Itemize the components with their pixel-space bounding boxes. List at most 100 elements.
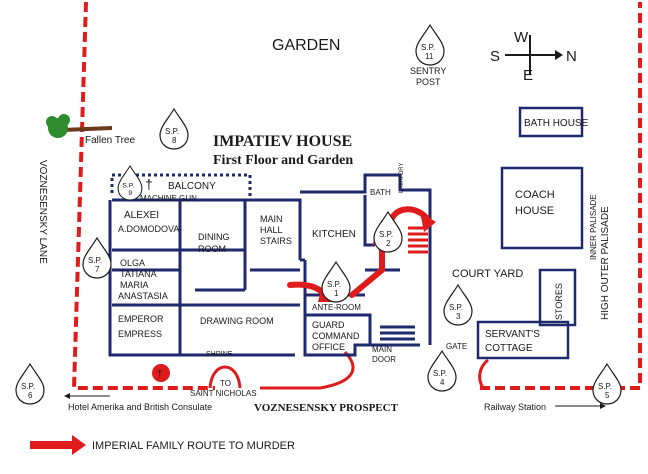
sentry-post-label: S.P. (21, 382, 35, 391)
shrine-to-label: TO (220, 379, 231, 388)
servants-cottage (476, 320, 570, 360)
compass-s: S (490, 48, 500, 65)
room-emperor: EMPEROR (118, 314, 164, 324)
sentry-post-sp3: S.P.3 (443, 283, 473, 326)
court-yard-label: COURT YARD (452, 268, 523, 280)
sentry-post-number: 4 (440, 378, 445, 387)
room-dining-2: ROOM (198, 244, 226, 254)
sentry-post-drop-icon (15, 362, 45, 405)
room-tatiana: TATIANA (120, 269, 157, 279)
balcony-cross-icon: † (145, 176, 153, 192)
route-arrows (287, 206, 431, 299)
room-kitchen: KITCHEN (312, 229, 356, 240)
room-dining-1: DINING (198, 232, 230, 242)
stores-label: STORES (554, 283, 564, 320)
house-walls (108, 173, 432, 357)
garden-label: GARDEN (272, 37, 340, 54)
servants-cottage-label-2: COTTAGE (485, 343, 533, 354)
sentry-post-number: 9 (128, 190, 132, 197)
room-ante-room: ANTE-ROOM (312, 303, 361, 312)
room-main-hall-1: MAIN (260, 214, 283, 224)
servants-cottage-label-1: SERVANT'S (485, 329, 540, 340)
compass-n: N (566, 48, 577, 65)
sentry-post-drop-icon (415, 23, 445, 66)
sentry-post-number: 8 (172, 136, 177, 145)
voznesensky-prospect-label: VOZNESENSKY PROSPECT (254, 402, 399, 414)
sentry-post-sp1: S.P.1 (321, 260, 351, 303)
coach-house (500, 166, 584, 250)
compass-e: E (523, 67, 533, 84)
sentry-post-label: S.P. (88, 256, 102, 265)
hotel-direction-label: Hotel Amerika and British Consulate (68, 402, 212, 412)
inner-palisade-line (260, 350, 355, 390)
sentry-post-number: 6 (28, 391, 33, 400)
sentry-post-drop-icon (159, 107, 189, 150)
shrine-saint-label: SAINT NICHOLAS (190, 389, 257, 398)
sentry-post-sp8: S.P.8 (159, 107, 189, 150)
gate-label: GATE (446, 342, 467, 351)
voznesensky-lane-label: VOZNESENSKY LANE (37, 160, 48, 264)
sentry-post-sp5: S.P.5 (592, 362, 622, 405)
shrine-label: SHRINE (206, 351, 233, 358)
legend-route-label: IMPERIAL FAMILY ROUTE TO MURDER (92, 440, 295, 452)
sentry-post-label: S.P. (379, 230, 393, 239)
room-main-hall-3: STAIRS (260, 236, 292, 246)
high-outer-palisade-label: HIGH OUTER PALISADE (600, 206, 611, 320)
sentry-post-label: S.P. (449, 303, 463, 312)
stores-building (538, 268, 577, 327)
railway-direction-label: Railway Station (484, 402, 546, 412)
sentry-post-drop-icon (592, 362, 622, 405)
fallen-tree-label: Fallen Tree (85, 135, 135, 146)
sentry-post-drop-icon (427, 349, 457, 392)
map-subtitle: First Floor and Garden (213, 153, 353, 168)
room-maria: MARIA (120, 280, 149, 290)
sentry-post-drop-icon (373, 210, 403, 253)
room-machine-gun: MACHINE GUN (140, 194, 197, 203)
room-alexei: ALEXEI (124, 210, 159, 221)
room-drawing-room: DRAWING ROOM (200, 316, 274, 326)
shrine-arch (208, 365, 242, 389)
room-domodova: A.DOMODOVA (118, 224, 179, 234)
coach-house-label-1: COACH (515, 189, 555, 201)
room-bath: BATH (370, 188, 391, 197)
sentry-post-drop-icon (117, 165, 143, 201)
cottage-curve (478, 358, 490, 389)
sentry-post-number: 3 (456, 312, 461, 321)
compass-w: W (514, 29, 529, 46)
compass-icon (505, 35, 563, 75)
sentry-post-sp7: S.P.7 (82, 236, 112, 279)
coach-house-label-2: HOUSE (515, 205, 554, 217)
sentry-post-label-1: SENTRY (410, 66, 446, 76)
sentry-post-drop-icon (321, 260, 351, 303)
sentry-post-number: 11 (425, 52, 434, 61)
sentry-post-number: 7 (95, 265, 100, 274)
room-empress: EMPRESS (118, 329, 162, 339)
sentry-post-sp4: S.P.4 (427, 349, 457, 392)
room-guard-3: OFFICE (312, 342, 345, 352)
fallen-tree-icon (46, 114, 113, 138)
sentry-post-sp6: S.P.6 (15, 362, 45, 405)
legend: IMPERIAL FAMILY ROUTE TO MURDER (30, 435, 295, 455)
room-lavatory: LAVATORY (399, 163, 405, 193)
sentry-post-label-2: POST (416, 77, 441, 87)
map-title: IMPATIEV HOUSE (213, 133, 352, 150)
room-olga: OLGA (120, 258, 145, 268)
shrine-marker (152, 364, 170, 382)
sentry-post-label: S.P. (598, 382, 612, 391)
sentry-post-number: 5 (605, 391, 610, 400)
sentry-post-drop-icon (443, 283, 473, 326)
main-door-stairs (380, 325, 415, 341)
sentry-post-label: S.P. (122, 182, 134, 189)
room-guard-1: GUARD (312, 320, 345, 330)
sentry-post-label: S.P. (327, 280, 341, 289)
bath-house (518, 106, 584, 138)
main-door-label-2: DOOR (372, 355, 396, 364)
sentry-post-drop-icon (82, 236, 112, 279)
shrine-marker-glyph: † (157, 369, 163, 380)
main-door-label-1: MAIN (372, 345, 392, 354)
sentry-post-label: S.P. (433, 369, 447, 378)
room-guard-2: COMMAND (312, 331, 360, 341)
sentry-post-sp11: S.P.11 (415, 23, 445, 66)
